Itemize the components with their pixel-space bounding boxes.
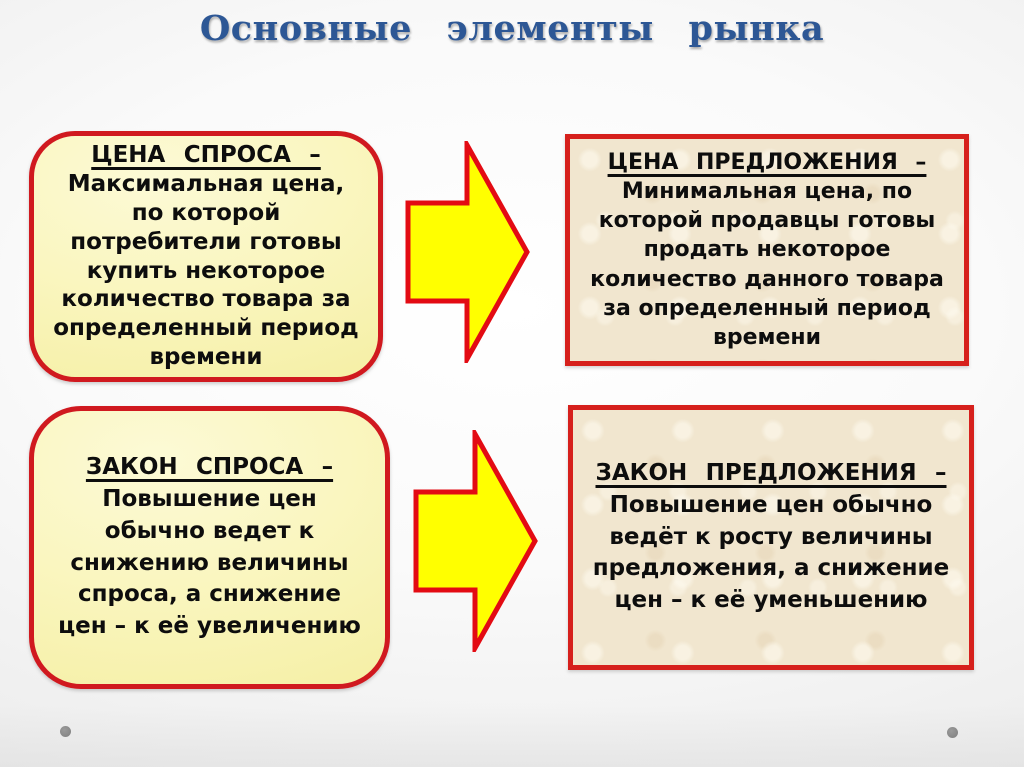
box-demand-law: ЗАКОН СПРОСА – Повышение цен обычно веде… <box>29 406 390 689</box>
decorative-dot-left <box>60 726 71 737</box>
box-supply-law-body: Повышение цен обычно ведёт к росту велич… <box>592 491 950 614</box>
box-supply-law-heading: ЗАКОН ПРЕДЛОЖЕНИЯ – <box>595 460 947 487</box>
slide-title: Основные элементы рынка <box>199 8 825 49</box>
decorative-dot-right <box>947 727 958 738</box>
box-demand-law-heading: ЗАКОН СПРОСА – <box>85 454 334 481</box>
box-demand-price: ЦЕНА СПРОСА – Максимальная цена, по кото… <box>29 131 383 382</box>
box-supply-price-body: Минимальная цена, по которой продавцы го… <box>590 179 944 350</box>
arrow-right-icon <box>405 141 530 363</box>
arrow-right-icon <box>413 430 538 652</box>
box-supply-price: ЦЕНА ПРЕДЛОЖЕНИЯ – Минимальная цена, по … <box>565 134 969 366</box>
box-demand-price-body: Максимальная цена, по которой потребител… <box>53 170 359 371</box>
box-supply-law: ЗАКОН ПРЕДЛОЖЕНИЯ – Повышение цен обычно… <box>568 405 974 670</box>
box-supply-price-heading: ЦЕНА ПРЕДЛОЖЕНИЯ – <box>607 150 927 176</box>
box-demand-law-body: Повышение цен обычно ведет к снижению ве… <box>58 486 361 639</box>
box-demand-price-heading: ЦЕНА СПРОСА – <box>91 141 321 168</box>
